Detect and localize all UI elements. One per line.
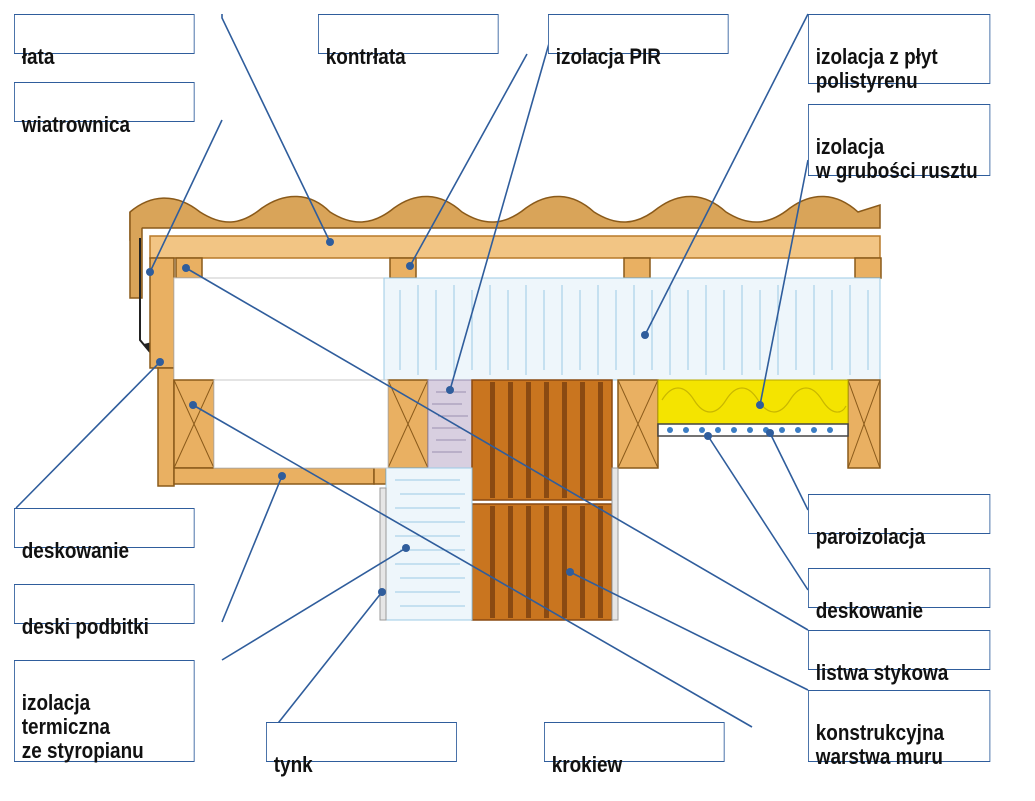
leader-wiatrownica xyxy=(149,119,223,273)
eps-insulation xyxy=(385,467,473,621)
brick-wall-upper xyxy=(471,379,613,501)
leader-deskowanie-left xyxy=(15,361,161,509)
interior-plaster xyxy=(611,467,619,621)
label-konstrukcyjna: konstrukcyjna warstwa muru xyxy=(808,690,991,769)
leader-kontrlata xyxy=(409,53,528,267)
label-izolacja-pir: izolacja PIR xyxy=(548,14,729,69)
lower-cavity xyxy=(213,379,389,469)
leader-lata xyxy=(221,14,331,243)
fascia-board xyxy=(157,367,175,487)
label-deskowanie-right: deskowanie xyxy=(808,568,991,623)
soffit-board xyxy=(173,467,375,485)
leader-lines xyxy=(15,13,809,728)
leader-krokiew xyxy=(192,404,753,728)
leader-dots xyxy=(146,238,774,596)
plaster-layer xyxy=(379,487,387,621)
label-listwa-stykowa: listwa stykowa xyxy=(808,630,991,685)
leader-deski-podbitki xyxy=(221,475,283,623)
rafter-grain xyxy=(173,379,215,469)
label-wiatrownica: wiatrownica xyxy=(14,82,195,137)
brick-wall-upper-stripes xyxy=(490,382,603,498)
leader-polistyren xyxy=(644,13,809,336)
label-deskowanie-left: deskowanie xyxy=(14,508,195,563)
mineral-wool-texture xyxy=(661,387,847,413)
brick-wall-lower xyxy=(471,503,613,621)
label-tynk: tynk xyxy=(266,722,457,777)
label-deski-podbitki: deski podbitki xyxy=(14,584,195,639)
label-paroizolacja: paroizolacja xyxy=(808,494,991,549)
counter-batten xyxy=(854,257,882,279)
label-krokiew: krokiew xyxy=(544,722,725,777)
leader-paroizolacja xyxy=(769,432,809,511)
leader-konstrukcyjna xyxy=(569,571,809,691)
leader-izolacja-termiczna xyxy=(221,547,407,661)
mineral-wool xyxy=(657,379,849,425)
pir-hatching xyxy=(432,391,468,453)
brick-wall-lower-stripes xyxy=(490,506,603,618)
roof-eave-cross-section xyxy=(15,13,882,728)
label-izolacja-termiczna: izolacja termiczna ze styropianu xyxy=(14,660,195,763)
leader-tynk xyxy=(274,591,383,728)
label-izolacja-ruszt: izolacja w grubości rusztu xyxy=(808,104,991,183)
label-kontrlata: kontrłata xyxy=(318,14,499,69)
polystyrene-hatching xyxy=(399,285,869,375)
rafter-grain xyxy=(387,379,429,469)
rafter-grain xyxy=(617,379,659,469)
leader-izolacja-pir xyxy=(449,39,551,391)
polystyrene-insulation xyxy=(383,277,881,381)
label-izolacja-polistyren: izolacja z płyt polistyrenu xyxy=(808,14,991,93)
eps-hatching xyxy=(395,479,465,607)
label-lata: łata xyxy=(14,14,195,69)
batten-strip xyxy=(149,235,881,259)
wind-board xyxy=(149,257,175,369)
leader-izolacja-ruszt xyxy=(759,159,809,406)
counter-batten xyxy=(623,257,651,279)
roof-tiles xyxy=(129,195,881,241)
leader-listwa-stykowa xyxy=(185,267,809,631)
vapor-barrier-dots xyxy=(667,427,833,433)
leader-deskowanie-right xyxy=(707,435,809,591)
rafter-grain xyxy=(847,379,881,469)
